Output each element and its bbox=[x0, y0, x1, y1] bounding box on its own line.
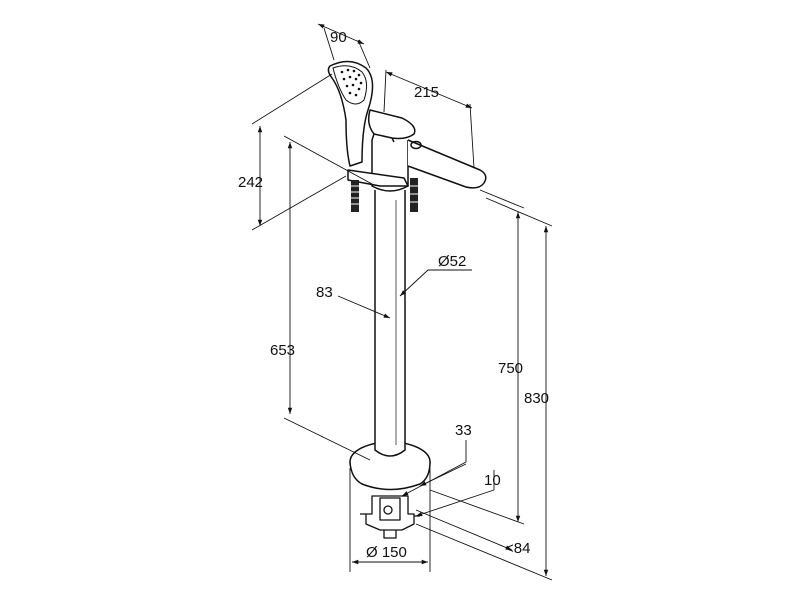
connection-hose-left bbox=[351, 180, 359, 212]
lever-handle bbox=[367, 109, 416, 140]
riser-pipe bbox=[374, 190, 406, 457]
faucet-body bbox=[327, 60, 487, 539]
dimension-lines bbox=[251, 23, 553, 581]
dim-215-label: 215 bbox=[414, 84, 439, 101]
rough-in-box bbox=[360, 495, 420, 539]
shower-holder bbox=[347, 169, 409, 187]
dim-830-label: 830 bbox=[524, 390, 549, 407]
dim-10-label: 10 bbox=[484, 472, 501, 489]
spray-face bbox=[340, 68, 363, 97]
dim-653-label: 653 bbox=[270, 342, 295, 359]
dim-diameter-52-label: Ø52 bbox=[438, 253, 466, 270]
dim-84-label: <84 bbox=[505, 540, 530, 557]
spout bbox=[407, 139, 487, 189]
connection-hose-right bbox=[410, 178, 418, 212]
dim-90-label: 90 bbox=[330, 29, 347, 46]
dim-242-label: 242 bbox=[238, 174, 263, 191]
dim-diameter-150-label: Ø 150 bbox=[366, 544, 407, 561]
base-rosette-rim bbox=[349, 461, 431, 491]
dim-33-label: 33 bbox=[455, 422, 472, 439]
dim-750-label: 750 bbox=[498, 360, 523, 377]
dim-83-label: 83 bbox=[316, 284, 333, 301]
